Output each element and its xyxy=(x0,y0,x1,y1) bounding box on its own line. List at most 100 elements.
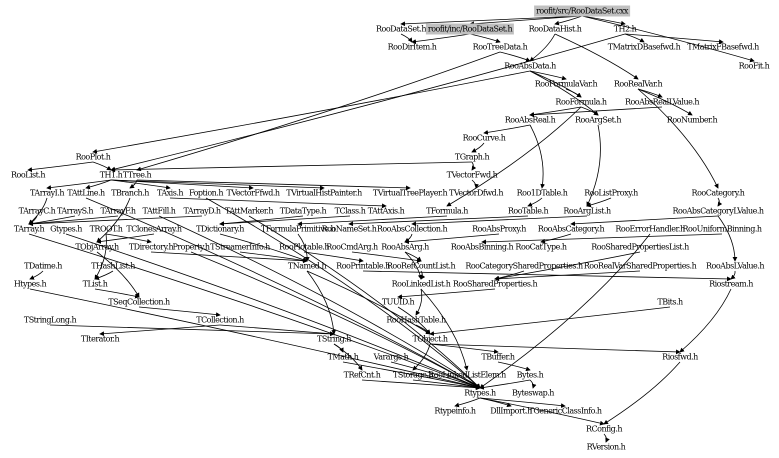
graph-node[interactable]: TFormulaPrimitive.h xyxy=(260,224,336,234)
graph-node[interactable]: RooArgList.h xyxy=(563,206,611,216)
graph-node[interactable]: RooAbsReal.h xyxy=(504,115,556,125)
graph-node[interactable]: RooAbsCategory.h xyxy=(537,224,605,234)
graph-node[interactable]: RooDataHist.h xyxy=(528,24,582,34)
graph-node[interactable]: RooSharedPropertiesList.h xyxy=(591,242,689,252)
graph-node[interactable]: RooPrintable.h xyxy=(336,261,390,271)
graph-node[interactable]: RooAbsBinning.h xyxy=(450,242,514,252)
graph-node[interactable]: RooHashTable.h xyxy=(386,315,446,325)
graph-node[interactable]: TDictionary.h xyxy=(196,224,244,234)
graph-node[interactable]: Roo1DTable.h xyxy=(516,188,568,198)
graph-node[interactable]: TMatrixFBasefwd.h xyxy=(687,42,759,52)
graph-node[interactable]: RooCurve.h xyxy=(462,133,506,143)
graph-node[interactable]: RooTreeData.h xyxy=(472,42,528,52)
graph-node[interactable]: roofit/inc/RooDataSet.h xyxy=(425,23,515,35)
graph-node[interactable]: TString.h xyxy=(317,334,351,344)
graph-node[interactable]: TROOT.h xyxy=(89,224,123,234)
graph-node[interactable]: TAttMarker.h xyxy=(225,206,273,216)
graph-node[interactable]: TDataType.h xyxy=(279,206,327,216)
graph-node[interactable]: RooArgSet.h xyxy=(574,115,622,125)
graph-node[interactable]: TH2.h xyxy=(613,24,637,34)
graph-node[interactable]: TArray.h xyxy=(13,224,45,234)
graph-node[interactable]: RooNameSet.h xyxy=(321,224,377,234)
graph-node[interactable]: RooCategory.h xyxy=(691,188,745,198)
graph-node[interactable]: TUUID.h xyxy=(381,297,415,307)
graph-node[interactable]: RooPlot.h xyxy=(75,152,111,162)
graph-node[interactable]: TObjArray.h xyxy=(75,242,119,252)
graph-node[interactable]: roofit/src/RooDataSet.cxx xyxy=(534,5,630,17)
graph-node[interactable]: TMath.h xyxy=(327,352,359,362)
graph-node[interactable]: Htypes.h xyxy=(13,279,47,289)
graph-node[interactable]: Property.h xyxy=(172,242,210,252)
graph-node[interactable]: TAttFill.h xyxy=(142,206,176,216)
graph-node[interactable]: TFormula.h xyxy=(426,206,468,216)
graph-node[interactable]: TMatrixDBasefwd.h xyxy=(607,42,681,52)
graph-node[interactable]: TCollection.h xyxy=(196,315,244,325)
graph-node[interactable]: Varargs.h xyxy=(373,352,409,362)
graph-node[interactable]: RooLinkedList.h xyxy=(391,279,451,289)
graph-node[interactable]: TList.h xyxy=(82,279,108,289)
graph-node[interactable]: TVirtualTreePlayer.h xyxy=(372,188,448,198)
graph-node[interactable]: TAttAxis.h xyxy=(367,206,405,216)
graph-node[interactable]: RooAbsArg.h xyxy=(381,242,429,252)
graph-node[interactable]: TBits.h xyxy=(657,297,683,307)
graph-node[interactable]: RooListProxy.h xyxy=(584,188,638,198)
graph-node[interactable]: RooErrorHandler.h xyxy=(615,224,685,234)
graph-node[interactable]: TArrayD.h xyxy=(183,206,221,216)
graph-node[interactable]: RooPlotable.h xyxy=(278,242,330,252)
graph-node[interactable]: RooAbsRealLValue.h xyxy=(624,97,700,107)
graph-node[interactable]: TAttLine.h xyxy=(67,188,105,198)
graph-node[interactable]: TArrayI.h xyxy=(30,188,64,198)
graph-node[interactable]: TDatime.h xyxy=(24,261,62,271)
graph-node[interactable]: TVectorFfwd.h xyxy=(226,188,280,198)
graph-node[interactable]: RooCategorySharedProperties.h xyxy=(465,261,583,271)
graph-node[interactable]: TArrayC.h xyxy=(18,206,56,216)
graph-node[interactable]: TRefCnt.h xyxy=(343,370,381,380)
graph-node[interactable]: Riostream.h xyxy=(709,279,753,289)
graph-node[interactable]: RooUniformBinning.h xyxy=(682,224,762,234)
graph-node[interactable]: TObject.h xyxy=(412,334,448,344)
graph-node[interactable]: RooDirItem.h xyxy=(387,42,437,52)
graph-node[interactable]: RooNumber.h xyxy=(666,115,718,125)
graph-node[interactable]: TArrayF.h xyxy=(100,206,136,216)
graph-node[interactable]: RooAbsCollection.h xyxy=(376,224,448,234)
graph-node[interactable]: TStreamerInfo.h xyxy=(210,242,270,252)
graph-node[interactable]: TVectorFwd.h xyxy=(446,170,498,180)
graph-node[interactable]: RooList.h xyxy=(10,170,46,180)
graph-node[interactable]: Bytes.h xyxy=(516,370,544,380)
graph-node[interactable]: TVirtualHistPainter.h xyxy=(286,188,362,198)
graph-node[interactable]: Gtypes.h xyxy=(50,224,82,234)
graph-node[interactable]: RooAbsData.h xyxy=(504,61,556,71)
graph-node[interactable]: RConfig.h xyxy=(586,424,622,434)
graph-node[interactable]: TNamed.h xyxy=(287,261,327,271)
graph-node[interactable]: TH1.h xyxy=(99,170,123,180)
graph-node[interactable]: RooCmdArg.h xyxy=(326,242,378,252)
graph-node[interactable]: RooDataSet.h xyxy=(376,24,426,34)
graph-node[interactable]: TClass.h xyxy=(334,206,366,216)
graph-node[interactable]: THashList.h xyxy=(91,261,135,271)
graph-node[interactable]: DllImport.h xyxy=(490,406,532,416)
graph-node[interactable]: Rtypes.h xyxy=(464,388,496,398)
graph-node[interactable]: RooAbsLValue.h xyxy=(706,261,764,271)
graph-node[interactable]: TSeqCollection.h xyxy=(108,297,170,307)
graph-node[interactable]: TDirectory.h xyxy=(128,242,174,252)
graph-node[interactable]: TBranch.h xyxy=(111,188,149,198)
graph-node[interactable]: Byteswap.h xyxy=(512,388,554,398)
graph-node[interactable]: RooRefCountList.h xyxy=(386,261,456,271)
graph-node[interactable]: TBuffer.h xyxy=(481,352,515,362)
graph-node[interactable]: Foption.h xyxy=(189,188,224,198)
graph-node[interactable]: RooRealVar.h xyxy=(613,79,663,89)
graph-node[interactable]: TArrayS.h xyxy=(56,206,94,216)
graph-node[interactable]: Riosfwd.h xyxy=(662,352,698,362)
graph-node[interactable]: RooAbsProxy.h xyxy=(472,224,526,234)
graph-node[interactable]: TGraph.h xyxy=(454,152,490,162)
graph-node[interactable]: RooSharedProperties.h xyxy=(452,279,538,289)
graph-node[interactable]: RooTable.h xyxy=(507,206,549,216)
graph-node[interactable]: Rtypeinfo.h xyxy=(434,406,476,416)
graph-node[interactable]: TGenericClassInfo.h xyxy=(528,406,602,416)
graph-node[interactable]: RVersion.h xyxy=(586,442,626,452)
graph-node[interactable]: RooAbsCategoryLValue.h xyxy=(672,206,764,216)
graph-node[interactable]: RooFit.h xyxy=(738,61,770,71)
graph-node[interactable]: RooFormula.h xyxy=(555,97,607,107)
graph-node[interactable]: TClonesArray.h xyxy=(126,224,182,234)
graph-node[interactable]: TStorage.h xyxy=(393,370,434,380)
